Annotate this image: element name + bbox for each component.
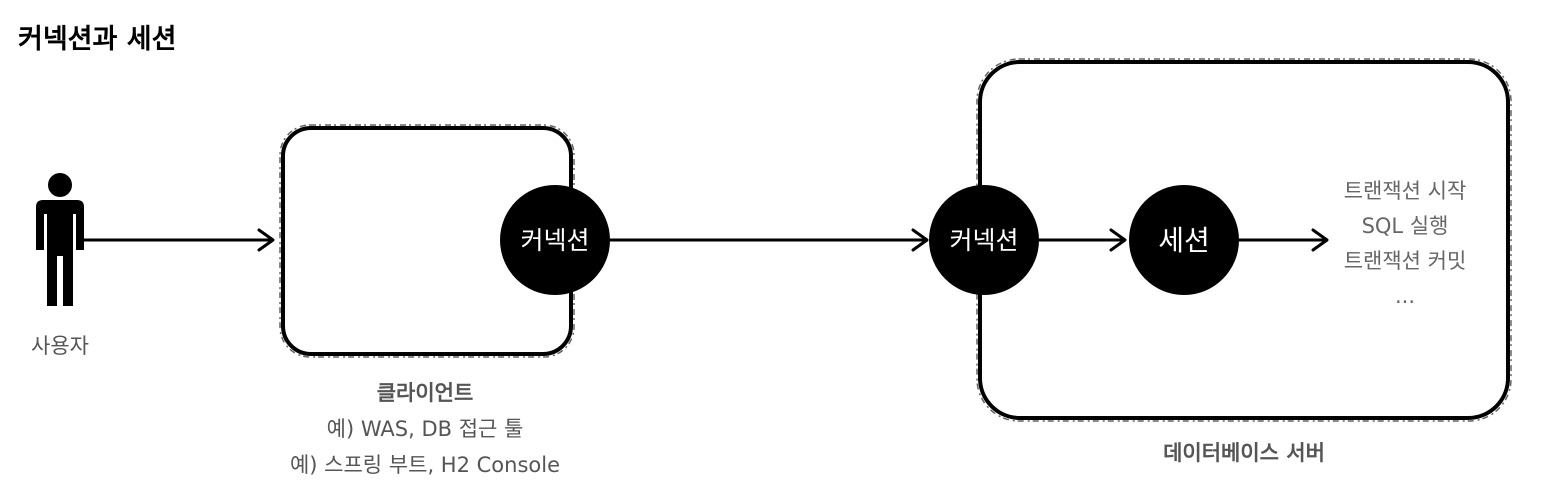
- server-connection-node: 커넥션: [929, 185, 1039, 295]
- arrow-connection-to-session: [1036, 228, 1127, 252]
- server-connection-label: 커넥션: [949, 226, 1018, 255]
- arrow-client-to-server: [608, 228, 929, 252]
- session-node: 세션: [1129, 185, 1239, 295]
- arrow-user-to-client: [80, 228, 275, 252]
- step-sql-execute: SQL 실행: [1362, 214, 1449, 238]
- user-icon: [36, 173, 84, 306]
- client-connection-label: 커넥션: [520, 226, 589, 255]
- step-transaction-commit: 트랜잭션 커밋: [1344, 249, 1467, 273]
- client-example-1: 예) WAS, DB 접근 툴: [327, 417, 524, 441]
- diagram-title: 커넥션과 세션: [18, 24, 176, 55]
- user-label: 사용자: [31, 334, 89, 358]
- session-label: 세션: [1158, 224, 1210, 257]
- arrow-session-to-steps: [1238, 228, 1329, 252]
- client-connection-node: 커넥션: [500, 185, 610, 295]
- step-ellipsis: ...: [1395, 284, 1415, 308]
- client-example-2: 예) 스프링 부트, H2 Console: [290, 453, 560, 477]
- database-server-title: 데이터베이스 서버: [1163, 441, 1325, 465]
- client-title: 클라이언트: [377, 381, 474, 405]
- step-transaction-start: 트랜잭션 시작: [1344, 179, 1467, 203]
